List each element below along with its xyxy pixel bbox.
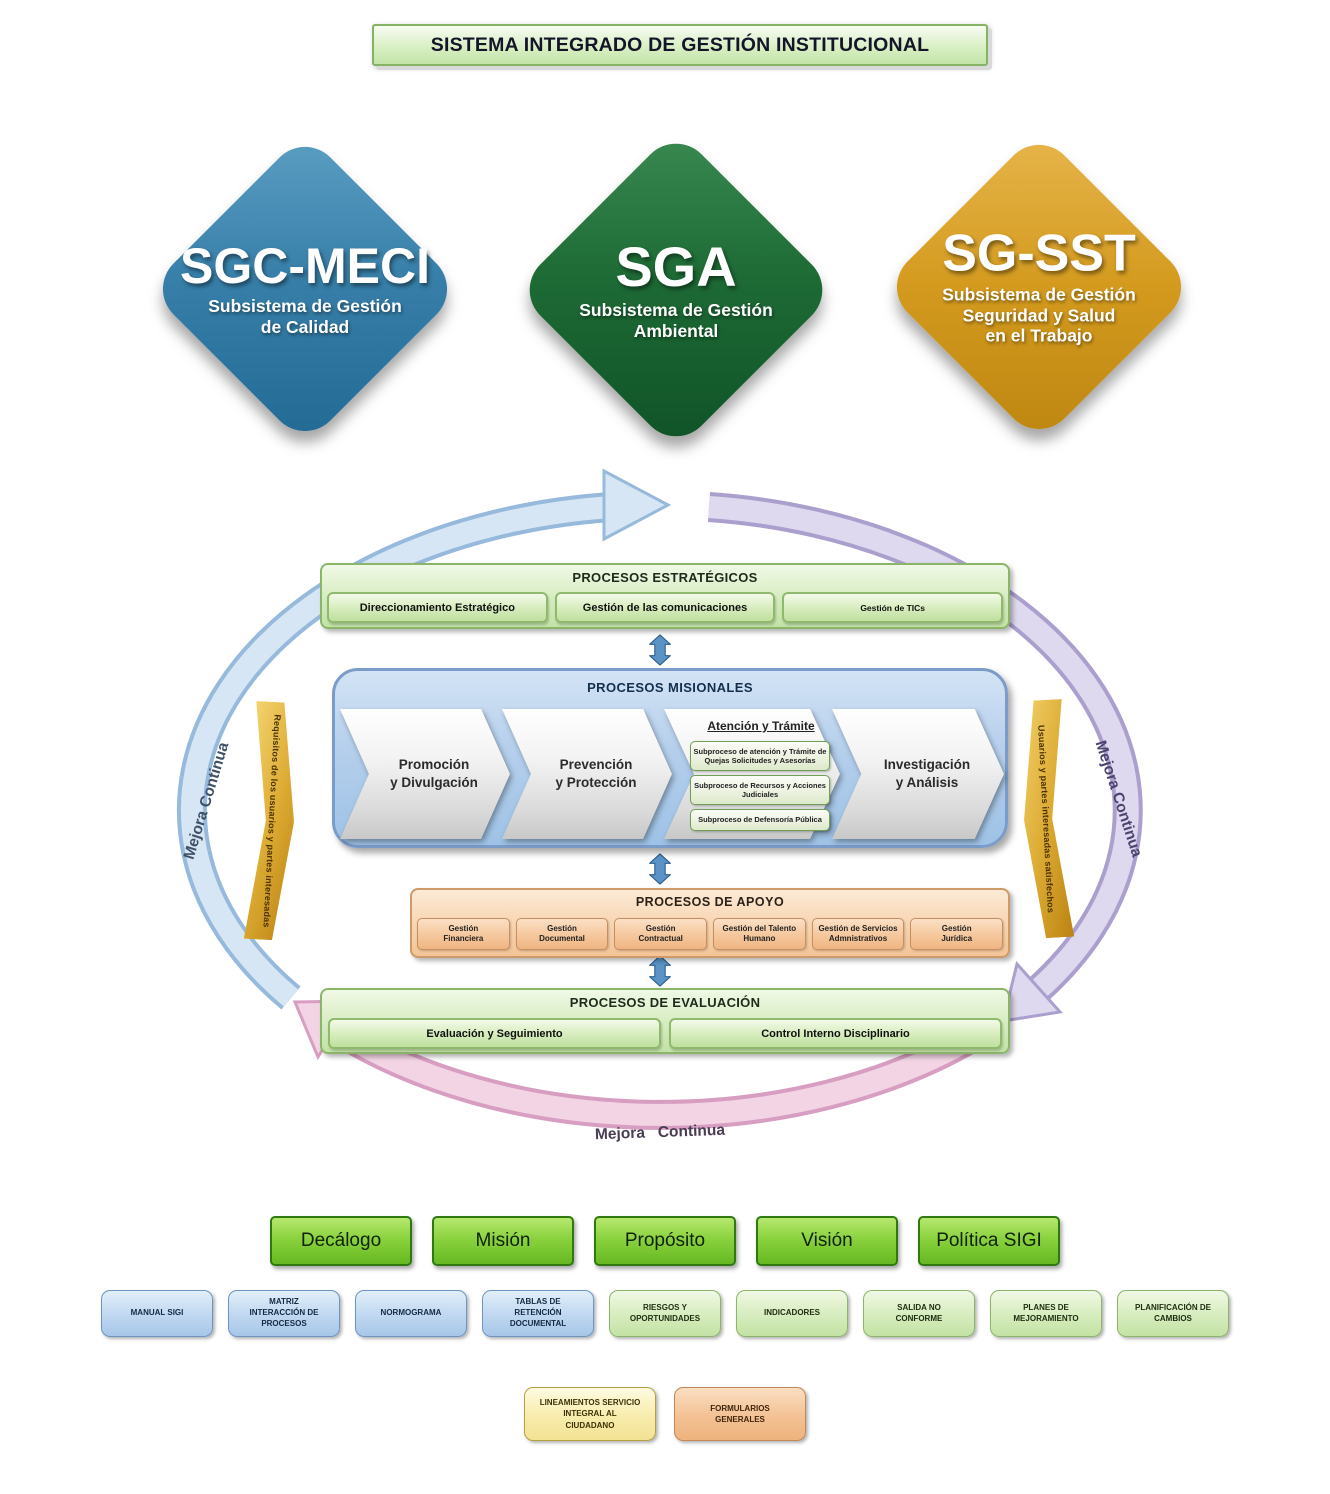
doc-planificacion-cambios[interactable]: PLANIFICACIÓN DE CAMBIOS — [1117, 1290, 1229, 1337]
process-gestion-contractual[interactable]: Gestión Contractual — [614, 918, 708, 950]
cycle-arc-purple — [707, 492, 1143, 1023]
apoyo-title: PROCESOS DE APOYO — [635, 895, 785, 909]
documents-row: MANUAL SIGI MATRIZ INTERACCIÓN DE PROCES… — [0, 1290, 1330, 1337]
subsystem-calidad-acronym: SGC-MECI — [180, 237, 430, 294]
apoyo-items-row: Gestión Financiera Gestión Documental Ge… — [417, 918, 1004, 950]
doc-salida-no-conforme[interactable]: SALIDA NO CONFORME — [863, 1290, 975, 1337]
estrategicos-items-row: Direccionamiento Estratégico Gestión de … — [327, 592, 1004, 623]
flow-connector-1 — [647, 634, 673, 666]
doc-matriz-interaccion-procesos[interactable]: MATRIZ INTERACCIÓN DE PROCESOS — [228, 1290, 340, 1337]
cycle-arc-blue — [176, 468, 672, 1010]
panel-procesos-misionales: PROCESOS MISIONALES Promoción y Divulgac… — [332, 668, 1008, 848]
process-direccionamiento-estrategico[interactable]: Direccionamiento Estratégico — [327, 592, 548, 623]
process-gestion-servicios-administrativos[interactable]: Gestión de Servicios Admnistrativos — [811, 918, 905, 950]
flow-connector-2 — [647, 853, 673, 885]
process-evaluacion-seguimiento[interactable]: Evaluación y Seguimiento — [328, 1018, 661, 1049]
decalogo-button[interactable]: Decálogo — [270, 1216, 412, 1266]
process-prevencion-proteccion[interactable]: Prevención y Protección — [502, 709, 672, 839]
promocion-divulgacion-label: Promoción y Divulgación — [390, 756, 478, 790]
doc-formularios-generales[interactable]: FORMULARIOS GENERALES — [674, 1387, 806, 1441]
process-gestion-talento-humano[interactable]: Gestión del Talento Humano — [713, 918, 806, 950]
politica-sigi-button[interactable]: Política SIGI — [918, 1216, 1060, 1266]
atencion-tramite-title: Atención y Trámite — [707, 719, 815, 733]
doc-manual-sigi[interactable]: MANUAL SIGI — [101, 1290, 213, 1337]
process-atencion-tramite[interactable]: Atención y Trámite Subproceso de atenció… — [664, 709, 840, 839]
prevencion-proteccion-label: Prevención y Protección — [555, 756, 637, 790]
proposito-button[interactable]: Propósito — [594, 1216, 736, 1266]
subsystem-ambiental-diamond: SGA Subsistema de Gestión Ambiental — [514, 128, 838, 452]
subsystem-sst-diamond: SG-SST Subsistema de Gestión Seguridad y… — [882, 130, 1196, 444]
subsystem-calidad-diamond: SGC-MECI Subsistema de Gestión de Calida… — [148, 132, 462, 446]
subsystem-sst-name: Subsistema de Gestión Seguridad y Salud … — [942, 284, 1136, 346]
subsystem-sst-label: SG-SST Subsistema de Gestión Seguridad y… — [886, 228, 1192, 347]
process-promocion-divulgacion[interactable]: Promoción y Divulgación — [340, 709, 510, 839]
subsystem-ambiental-label: SGA Subsistema de Gestión Ambiental — [520, 234, 832, 341]
subproceso-defensoria-publica[interactable]: Subproceso de Defensoría Pública — [690, 809, 830, 831]
misionales-title: PROCESOS MISIONALES — [587, 680, 753, 695]
investigacion-analisis-label: Investigación y Análisis — [883, 756, 971, 790]
doc-normograma[interactable]: NORMOGRAMA — [355, 1290, 467, 1337]
panel-procesos-apoyo: PROCESOS DE APOYO Gestión Financiera Ges… — [410, 888, 1010, 958]
mision-button[interactable]: Misión — [432, 1216, 574, 1266]
process-gestion-tics[interactable]: Gestión de TICs — [782, 592, 1004, 623]
subsystem-calidad-label: SGC-MECI Subsistema de Gestión de Calida… — [152, 241, 458, 337]
doc-lineamientos-servicio-integral[interactable]: LINEAMIENTOS SERVICIO INTEGRAL AL CIUDAD… — [524, 1387, 656, 1441]
subsystem-sst-acronym: SG-SST — [942, 224, 1136, 283]
doc-indicadores[interactable]: INDICADORES — [736, 1290, 848, 1337]
cycle-arrow-right-icon — [602, 468, 672, 542]
doc-riesgos-oportunidades[interactable]: RIESGOS Y OPORTUNIDADES — [609, 1290, 721, 1337]
evaluacion-title: PROCESOS DE EVALUACIÓN — [569, 995, 761, 1010]
subproceso-recursos-acciones-judiciales[interactable]: Subproceso de Recursos y Acciones Judici… — [690, 775, 830, 805]
process-gestion-juridica[interactable]: Gestión Jurídica — [910, 918, 1004, 950]
process-control-interno-disciplinario[interactable]: Control Interno Disciplinario — [669, 1018, 1002, 1049]
estrategicos-title: PROCESOS ESTRATÉGICOS — [572, 570, 758, 585]
evaluacion-items-row: Evaluación y Seguimiento Control Interno… — [328, 1018, 1002, 1049]
page-title: SISTEMA INTEGRADO DE GESTIÓN INSTITUCION… — [372, 24, 988, 66]
subsystem-ambiental-acronym: SGA — [615, 234, 737, 298]
double-arrow-icon — [649, 634, 671, 666]
process-gestion-comunicaciones[interactable]: Gestión de las comunicaciones — [554, 592, 776, 623]
flow-connector-3 — [647, 955, 673, 987]
doc-tablas-retencion-documental[interactable]: TABLAS DE RETENCIÓN DOCUMENTAL — [482, 1290, 594, 1337]
panel-procesos-evaluacion: PROCESOS DE EVALUACIÓN Evaluación y Segu… — [320, 988, 1010, 1054]
cycle-arrow-down-icon — [1001, 960, 1063, 1023]
panel-procesos-estrategicos: PROCESOS ESTRATÉGICOS Direccionamiento E… — [320, 563, 1010, 629]
process-investigacion-analisis[interactable]: Investigación y Análisis — [832, 709, 1004, 839]
vision-button[interactable]: Visión — [756, 1216, 898, 1266]
double-arrow-icon — [649, 853, 671, 885]
subproceso-quejas-solicitudes-asesorias[interactable]: Subproceso de atención y Trámite de Quej… — [690, 741, 830, 771]
subsystem-ambiental-name: Subsistema de Gestión Ambiental — [579, 299, 773, 341]
doc-planes-mejoramiento[interactable]: PLANES DE MEJORAMIENTO — [990, 1290, 1102, 1337]
strategy-buttons-row: Decálogo Misión Propósito Visión Polític… — [0, 1216, 1330, 1266]
footer-documents-row: LINEAMIENTOS SERVICIO INTEGRAL AL CIUDAD… — [0, 1387, 1330, 1441]
process-gestion-financiera[interactable]: Gestión Financiera — [417, 918, 510, 950]
process-gestion-documental[interactable]: Gestión Documental — [515, 918, 609, 950]
double-arrow-icon — [649, 955, 671, 987]
subsystem-calidad-name: Subsistema de Gestión de Calidad — [208, 295, 402, 337]
